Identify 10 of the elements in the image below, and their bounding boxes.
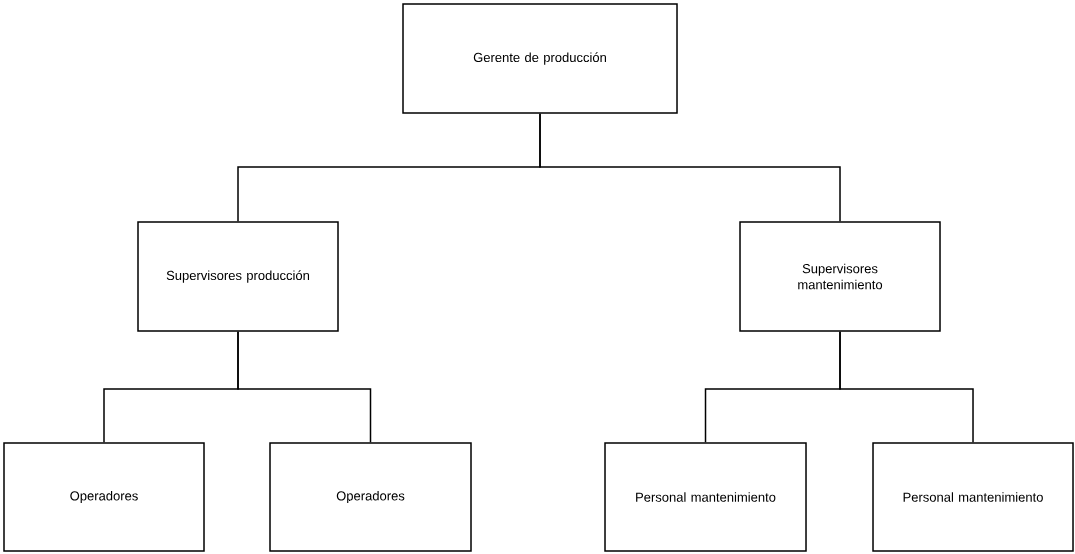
org-box: Supervisores mantenimiento bbox=[739, 221, 941, 332]
org-box: Operadores bbox=[3, 442, 205, 552]
org-box: Gerente de producción bbox=[402, 3, 678, 114]
org-box: Personal mantenimiento bbox=[872, 442, 1074, 552]
org-box: Operadores bbox=[269, 442, 472, 552]
org-box: Supervisores producción bbox=[137, 221, 339, 332]
org-box: Personal mantenimiento bbox=[604, 442, 807, 552]
connector-line bbox=[539, 113, 841, 222]
connector-line bbox=[237, 331, 372, 443]
connector-line bbox=[839, 331, 974, 443]
